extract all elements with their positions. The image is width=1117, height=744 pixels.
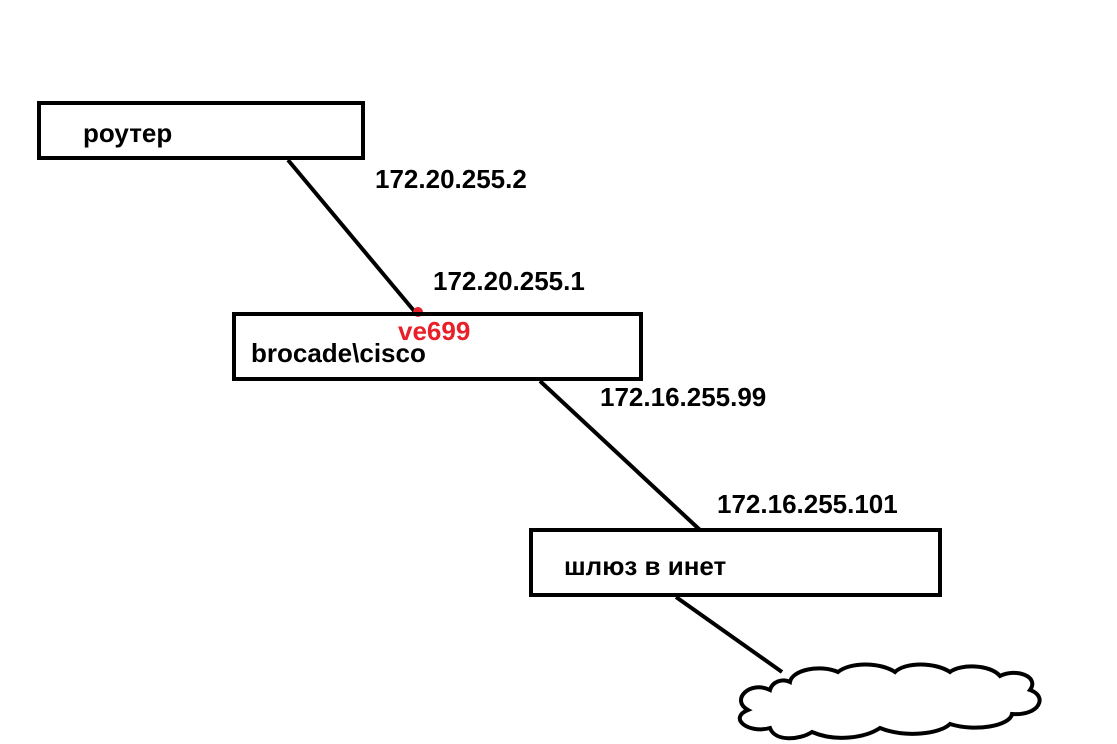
- switch-interface-label: ve699: [398, 316, 471, 346]
- router-ip-label: 172.20.255.2: [375, 164, 527, 194]
- gateway-label: шлюз в инет: [564, 551, 727, 581]
- switch-label: brocade\cisco: [251, 338, 426, 368]
- cloud-icon: [737, 662, 1042, 741]
- router-label: роутер: [83, 118, 173, 148]
- router-box: [37, 101, 365, 160]
- gateway-ip-label: 172.16.255.101: [717, 489, 898, 519]
- link-switch-gateway: [538, 379, 702, 532]
- link-router-switch: [286, 158, 417, 314]
- gateway-box: [529, 528, 942, 597]
- switch-box: [232, 312, 643, 381]
- switch-ip-label: 172.20.255.1: [433, 266, 585, 296]
- link-gateway-internet: [674, 595, 784, 674]
- switch-uplink-ip-label: 172.16.255.99: [600, 382, 767, 412]
